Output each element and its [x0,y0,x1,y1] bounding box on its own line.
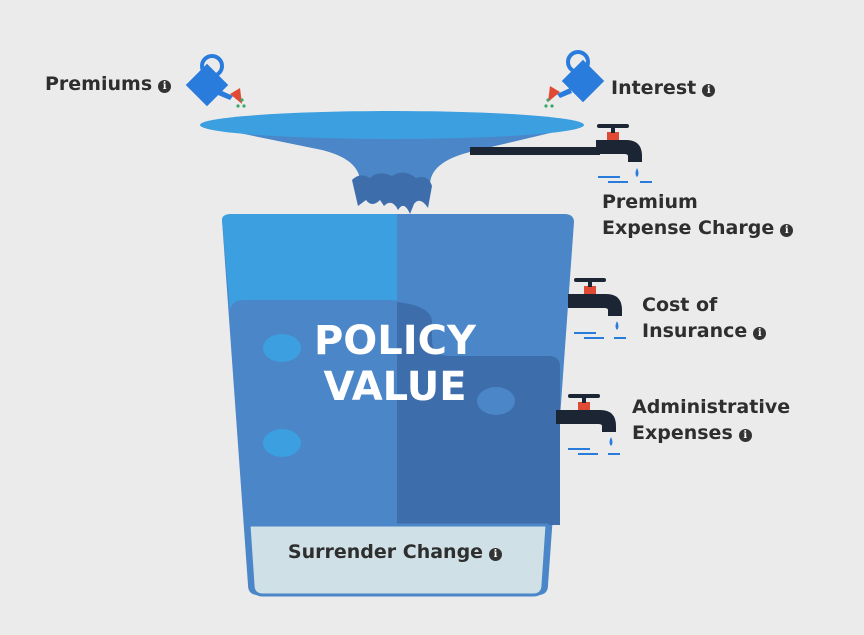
premium-expense-info-icon[interactable]: i [780,224,794,237]
surrender-info-icon[interactable]: i [489,548,503,561]
policy-value-line2: VALUE [323,364,467,410]
watering-can-interest-icon [544,50,605,108]
surrender-label: Surrender Change i [250,541,540,563]
cost-of-insurance-line2: Insurance [642,320,748,342]
premium-expense-line2: Expense Charge [602,217,775,239]
surrender-text: Surrender Change [287,541,484,563]
administrative-line2: Expenses [632,422,733,444]
faucet-premium-expense-icon [470,124,652,183]
cost-of-insurance-label: Cost of Insurance i [642,292,767,344]
interest-label: Interest i [611,75,716,101]
administrative-label: Administrative Expenses i [632,394,790,446]
policy-value-title: POLICY VALUE [250,318,540,410]
administrative-line1: Administrative [632,396,791,418]
premiums-info-icon[interactable]: i [158,80,172,93]
premium-expense-label: Premium Expense Charge i [602,189,794,241]
cost-of-insurance-line1: Cost of [642,294,718,316]
policy-value-line1: POLICY [313,318,476,364]
interest-info-icon[interactable]: i [702,84,716,97]
faucet-administrative-icon [556,394,620,455]
watering-can-premiums-icon [185,54,246,108]
administrative-info-icon[interactable]: i [738,429,752,442]
cost-of-insurance-info-icon[interactable]: i [753,327,767,340]
funnel [200,111,584,214]
bucket [222,214,574,597]
interest-text: Interest [611,77,697,99]
faucet-cost-of-insurance-icon [568,278,626,339]
premiums-text: Premiums [45,73,153,95]
premium-expense-line1: Premium [602,191,698,213]
premiums-label: Premiums i [45,71,172,97]
